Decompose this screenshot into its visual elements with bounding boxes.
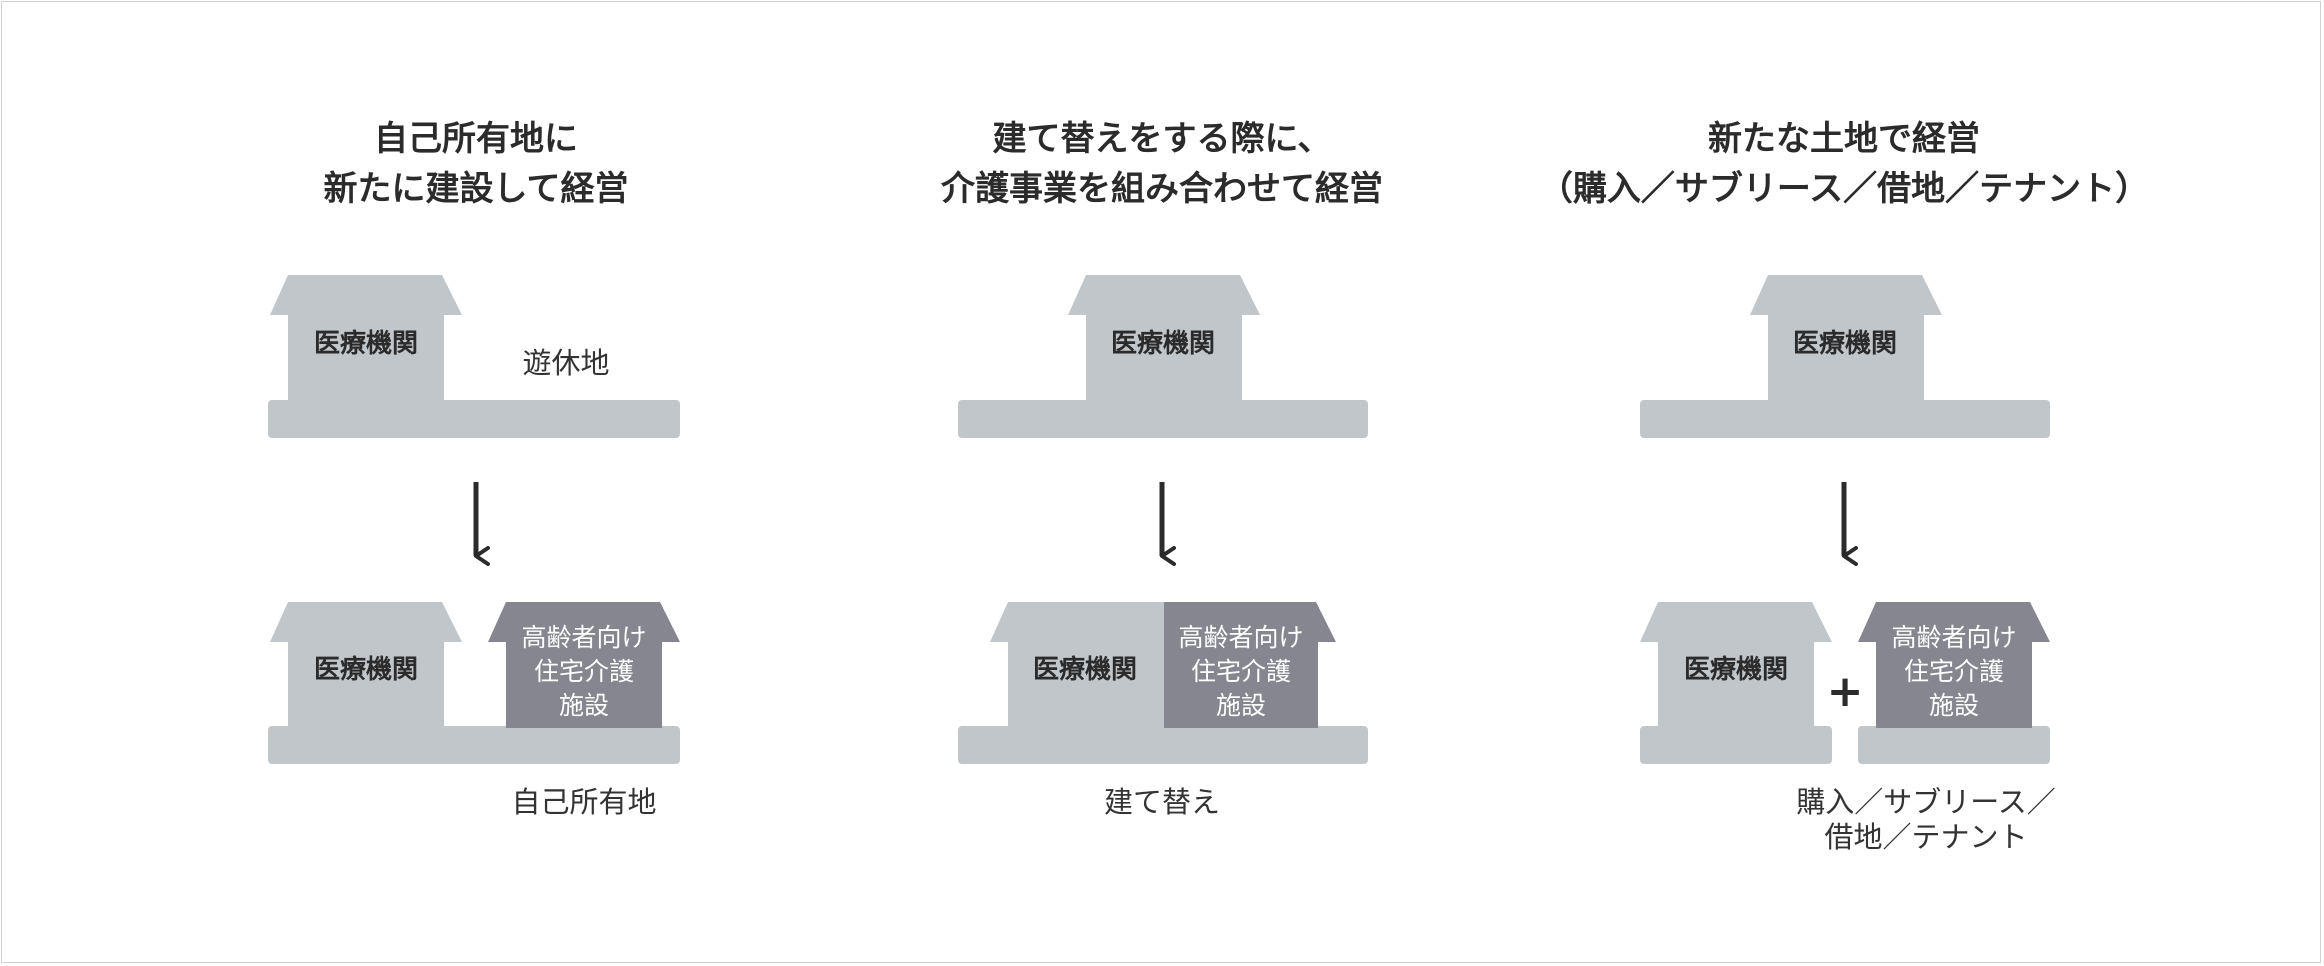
facility-label-line: 住宅介護 [1191, 657, 1291, 686]
facility-label-line: 住宅介護 [1904, 657, 2004, 686]
building-label: 医療機関 [1793, 329, 1897, 359]
building-label: 医療機関 [314, 655, 418, 685]
land-base [958, 400, 1368, 438]
panel-title-line: （購入／サブリース／借地／テナント） [1539, 169, 2149, 209]
panel-title-line: 新たな土地で経営 [1708, 119, 1980, 159]
facility-label-line: 高齢者向け [1178, 623, 1303, 652]
elderly-care-facility [1858, 602, 2050, 728]
medical-building [270, 275, 462, 402]
land-base-right [1858, 726, 2050, 764]
medical-building [1068, 275, 1260, 402]
facility-label-line: 高齢者向け [521, 623, 646, 652]
elderly-care-facility [488, 602, 680, 728]
land-base [268, 400, 680, 438]
elderly-care-facility [1164, 602, 1336, 728]
facility-label-line: 施設 [1216, 691, 1266, 720]
idle-land-label: 遊休地 [522, 346, 609, 380]
plus-sign: + [1827, 666, 1864, 717]
panel-rebuild: 建て替えをする際に、 介護事業を組み合わせて経営 医療機関 医療機関 高齢者向け… [941, 119, 1383, 819]
panel-title-line: 自己所有地に [374, 119, 578, 159]
scenario-caption: 建て替え [1104, 785, 1220, 819]
before-scene: 医療機関 [1640, 275, 2050, 438]
building-label: 医療機関 [1111, 329, 1215, 359]
panel-title-line: 新たに建設して経営 [324, 169, 629, 209]
facility-label-line: 施設 [1929, 691, 1979, 720]
scenario-caption: 自己所有地 [511, 785, 656, 819]
panel-title-line: 建て替えをする際に、 [993, 119, 1332, 159]
panel-own-land: 自己所有地に 新たに建設して経営 医療機関 遊休地 医療機関 高齢者向け 住宅介… [268, 119, 680, 819]
land-base [1640, 400, 2050, 438]
panel-title-line: 介護事業を組み合わせて経営 [941, 169, 1383, 209]
medical-building [270, 602, 462, 728]
facility-label-line: 高齢者向け [1891, 623, 2016, 652]
building-label: 医療機関 [314, 329, 418, 359]
land-base [958, 726, 1368, 764]
building-label: 医療機関 [1033, 655, 1137, 685]
facility-label-line: 住宅介護 [534, 657, 634, 686]
after-scene: 医療機関 高齢者向け 住宅介護 施設 [268, 602, 680, 764]
building-label: 医療機関 [1684, 655, 1788, 685]
facility-label-line: 施設 [559, 691, 609, 720]
medical-building [1750, 275, 1942, 402]
land-base [268, 726, 680, 764]
medical-building [990, 602, 1166, 728]
scenario-caption: 借地／テナント [1824, 820, 2027, 854]
after-scene: 医療機関 + 高齢者向け 住宅介護 施設 [1640, 602, 2050, 764]
before-scene: 医療機関 [958, 275, 1368, 438]
before-scene: 医療機関 遊休地 [268, 275, 680, 438]
medical-building [1640, 602, 1832, 728]
scenario-caption: 購入／サブリース／ [1796, 785, 2056, 819]
after-scene: 医療機関 高齢者向け 住宅介護 施設 [958, 602, 1368, 764]
land-base-left [1640, 726, 1832, 764]
panel-new-land: 新たな土地で経営 （購入／サブリース／借地／テナント） 医療機関 医療機関 + … [1539, 119, 2149, 854]
